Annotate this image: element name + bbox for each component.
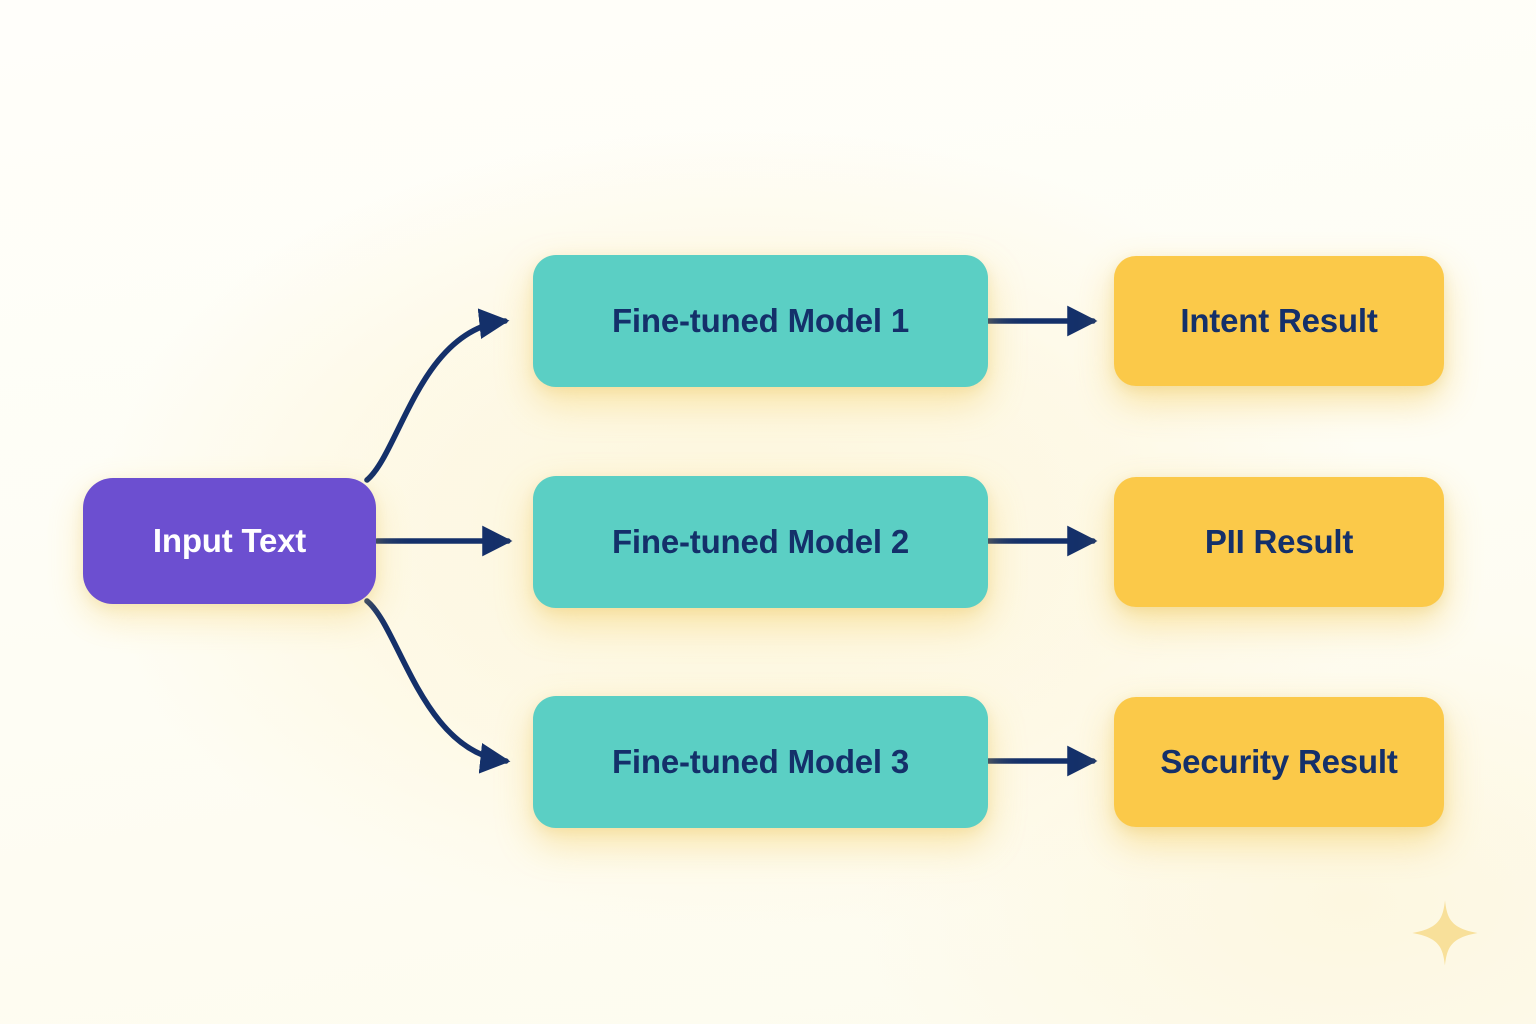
- node-security-result[interactable]: Security Result: [1114, 697, 1444, 827]
- node-fine-tuned-model-2[interactable]: Fine-tuned Model 2: [533, 476, 988, 608]
- node-fine-tuned-model-3[interactable]: Fine-tuned Model 3: [533, 696, 988, 828]
- node-fine-tuned-model-2-label: Fine-tuned Model 2: [611, 523, 910, 560]
- node-intent-result-label: Intent Result: [1180, 302, 1378, 339]
- node-security-result-label: Security Result: [1160, 743, 1398, 780]
- node-fine-tuned-model-1[interactable]: Fine-tuned Model 1: [533, 255, 988, 387]
- edge-input-to-model-3: [364, 598, 511, 774]
- node-input-text[interactable]: Input Text: [83, 478, 376, 604]
- node-pii-result-label: PII Result: [1204, 523, 1354, 560]
- edge-input-to-model-1: [364, 308, 510, 483]
- node-fine-tuned-model-3-label: Fine-tuned Model 3: [611, 743, 910, 780]
- node-pii-result[interactable]: PII Result: [1114, 477, 1444, 607]
- node-fine-tuned-model-1-label: Fine-tuned Model 1: [611, 302, 910, 339]
- node-input-text-label: Input Text: [152, 522, 307, 559]
- sparkle-icon: [1412, 900, 1478, 966]
- node-intent-result[interactable]: Intent Result: [1114, 256, 1444, 386]
